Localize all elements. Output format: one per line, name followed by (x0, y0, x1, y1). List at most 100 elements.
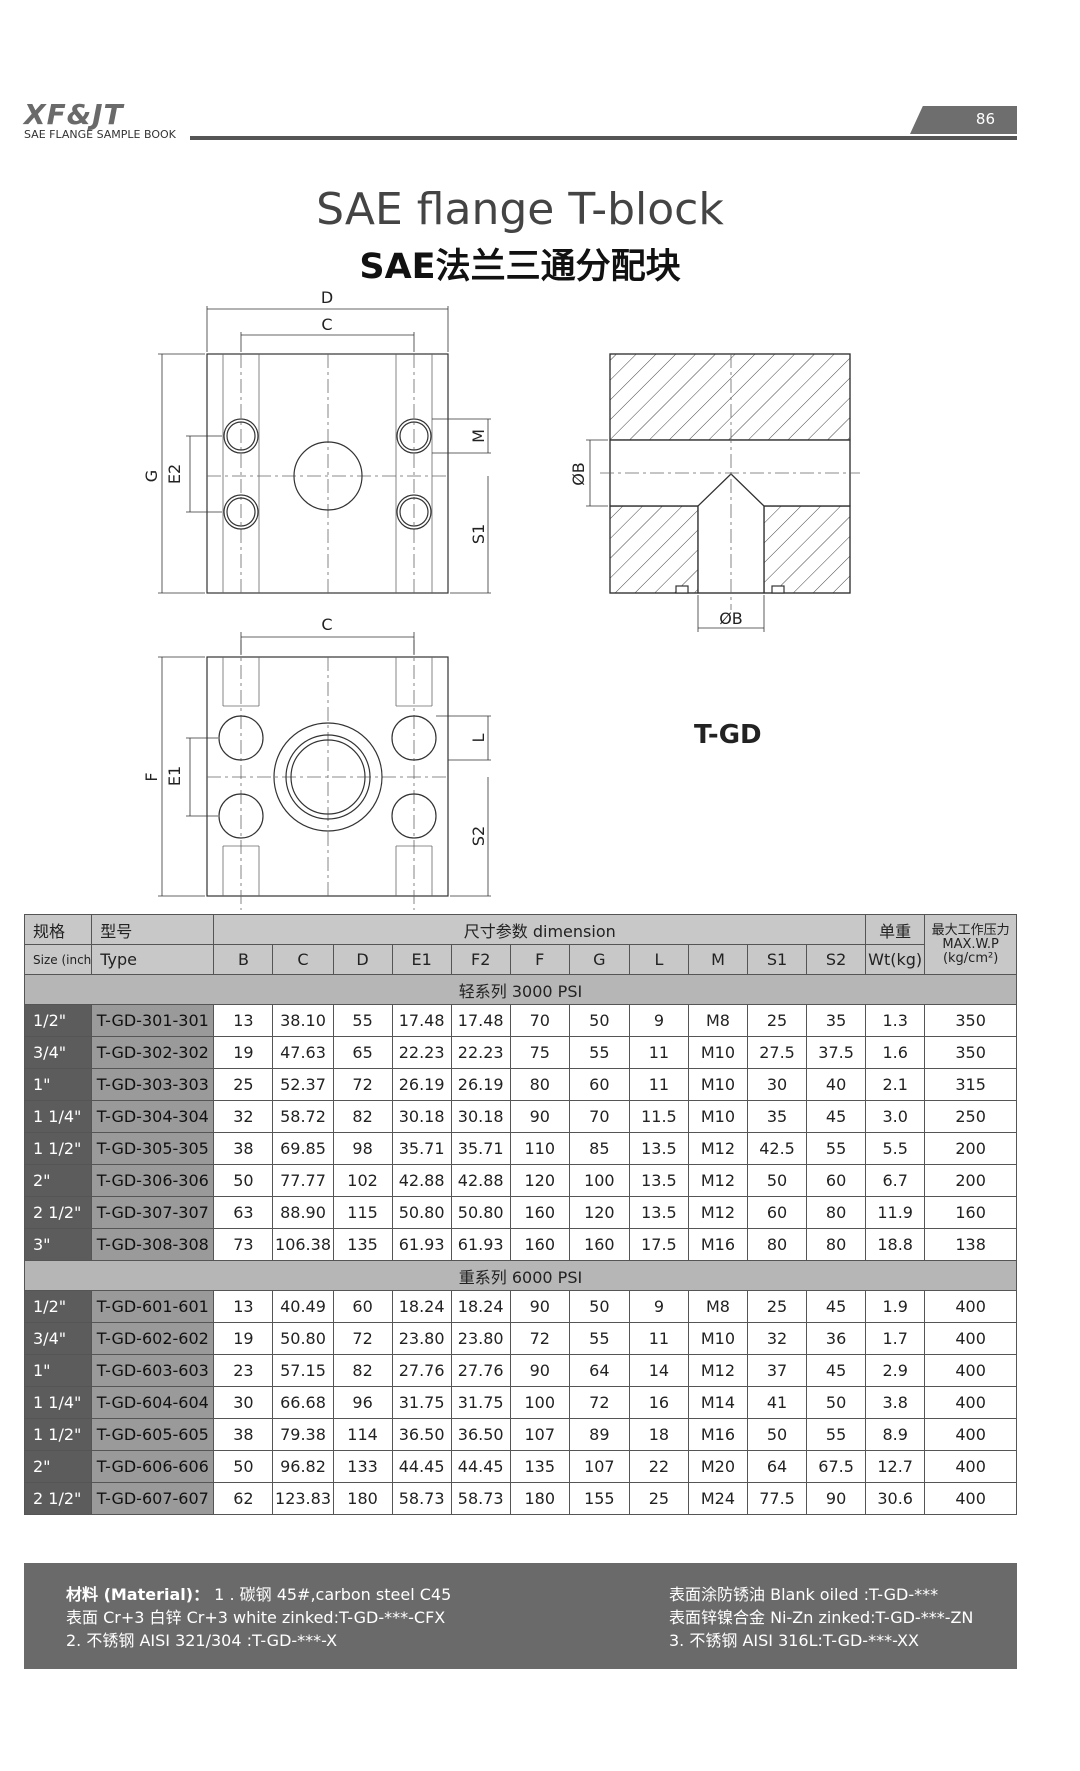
size-cell: 1 1/4" (23, 1386, 93, 1419)
value-cell: 32 (746, 1322, 808, 1355)
value-cell: 107 (509, 1418, 570, 1451)
value-cell: 79.38 (272, 1418, 334, 1451)
value-cell: 135 (509, 1450, 570, 1483)
value-cell: 89 (568, 1418, 630, 1451)
value-cell: 58.73 (450, 1482, 511, 1515)
label-l: L (469, 733, 488, 742)
value-cell: 23.80 (450, 1322, 511, 1355)
type-cell: T-GD-601-601 (91, 1290, 215, 1323)
value-cell: M24 (687, 1482, 749, 1515)
value-cell: 64 (746, 1450, 808, 1483)
value-cell: 45 (806, 1100, 867, 1133)
value-cell: 90 (509, 1100, 570, 1133)
value-cell: 80 (746, 1228, 808, 1261)
series-title: 轻系列 3000 PSI (24, 974, 1017, 1005)
value-cell: 12.7 (865, 1450, 926, 1483)
value-cell: 72 (568, 1386, 630, 1419)
pressure-header-unit: (kg/cm²) (942, 950, 999, 966)
material-panel: 材料 (Material)： 1 . 碳钢 45#,carbon steel C… (24, 1563, 1017, 1669)
value-cell: 27.76 (391, 1354, 452, 1387)
value-cell: 13 (213, 1290, 274, 1323)
material-line-3: 2. 不锈钢 AISI 321/304 :T-GD-***-X (66, 1631, 338, 1650)
value-cell: 120 (509, 1164, 570, 1197)
value-cell: 18 (628, 1418, 689, 1451)
series-title: 重系列 6000 PSI (24, 1260, 1017, 1291)
dimension-header: 尺寸参数 dimension (213, 914, 867, 945)
value-cell: 37.5 (806, 1036, 867, 1069)
value-cell: 100 (568, 1164, 630, 1197)
value-cell: 30.18 (391, 1100, 452, 1133)
value-cell: M14 (687, 1386, 749, 1419)
value-cell: 123.83 (272, 1482, 334, 1515)
value-cell: 400 (924, 1322, 1017, 1355)
value-cell: 62 (213, 1482, 274, 1515)
size-cell: 2" (23, 1164, 93, 1197)
value-cell: 35.71 (450, 1132, 511, 1165)
value-cell: 50.80 (450, 1196, 511, 1229)
value-cell: 26.19 (450, 1068, 511, 1101)
value-cell: 77.77 (272, 1164, 334, 1197)
value-cell: 160 (924, 1196, 1017, 1229)
size-cell: 2 1/2" (23, 1482, 93, 1515)
size-cell: 2 1/2" (23, 1196, 93, 1229)
value-cell: 90 (806, 1482, 867, 1515)
value-cell: 52.37 (272, 1068, 334, 1101)
value-cell: 6.7 (865, 1164, 926, 1197)
value-cell: 120 (568, 1196, 630, 1229)
value-cell: 42.88 (391, 1164, 452, 1197)
label-e2: E2 (165, 464, 184, 484)
header-rule (190, 136, 1017, 140)
type-cell: T-GD-606-606 (91, 1450, 215, 1483)
value-cell: 32 (213, 1100, 274, 1133)
value-cell: 27.5 (746, 1036, 808, 1069)
value-cell: 30 (746, 1068, 808, 1101)
value-cell: 50 (746, 1164, 808, 1197)
value-cell: 47.63 (272, 1036, 334, 1069)
pressure-header-en: MAX.W.P (942, 936, 999, 952)
value-cell: 57.15 (272, 1354, 334, 1387)
technical-drawings: D C G E2 M S1 (142, 288, 860, 910)
value-cell: 80 (806, 1228, 867, 1261)
value-cell: 23.80 (391, 1322, 452, 1355)
type-cell: T-GD-307-307 (91, 1196, 215, 1229)
weight-header-cn: 单重 (865, 914, 926, 945)
value-cell: 30 (213, 1386, 274, 1419)
value-cell: 110 (509, 1132, 570, 1165)
value-cell: M10 (687, 1322, 749, 1355)
value-cell: 400 (924, 1290, 1017, 1323)
value-cell: 1.9 (865, 1290, 926, 1323)
label-s1: S1 (469, 524, 488, 544)
label-f: F (142, 772, 161, 781)
dimension-col-header: F (509, 944, 570, 975)
value-cell: 11.9 (865, 1196, 926, 1229)
value-cell: 40.49 (272, 1290, 334, 1323)
value-cell: 36.50 (450, 1418, 511, 1451)
brand-logo: XF&JT SAE FLANGE SAMPLE BOOK (24, 100, 176, 142)
type-header-en: Type (91, 944, 215, 975)
value-cell: 11 (628, 1036, 689, 1069)
value-cell: 80 (509, 1068, 570, 1101)
value-cell: 35 (806, 1004, 867, 1037)
value-cell: 42.5 (746, 1132, 808, 1165)
type-cell: T-GD-602-602 (91, 1322, 215, 1355)
type-cell: T-GD-604-604 (91, 1386, 215, 1419)
material-line-2: 表面 Cr+3 白锌 Cr+3 white zinked:T-GD-***-CF… (66, 1608, 446, 1627)
material-carbon-steel: 1 . 碳钢 45#,carbon steel C45 (214, 1585, 452, 1604)
value-cell: 85 (568, 1132, 630, 1165)
value-cell: 250 (924, 1100, 1017, 1133)
value-cell: 88.90 (272, 1196, 334, 1229)
value-cell: 25 (628, 1482, 689, 1515)
value-cell: 133 (332, 1450, 393, 1483)
size-cell: 1" (23, 1068, 93, 1101)
label-s2: S2 (469, 826, 488, 846)
value-cell: 315 (924, 1068, 1017, 1101)
value-cell: 17.5 (628, 1228, 689, 1261)
value-cell: 55 (332, 1004, 393, 1037)
value-cell: 25 (213, 1068, 274, 1101)
